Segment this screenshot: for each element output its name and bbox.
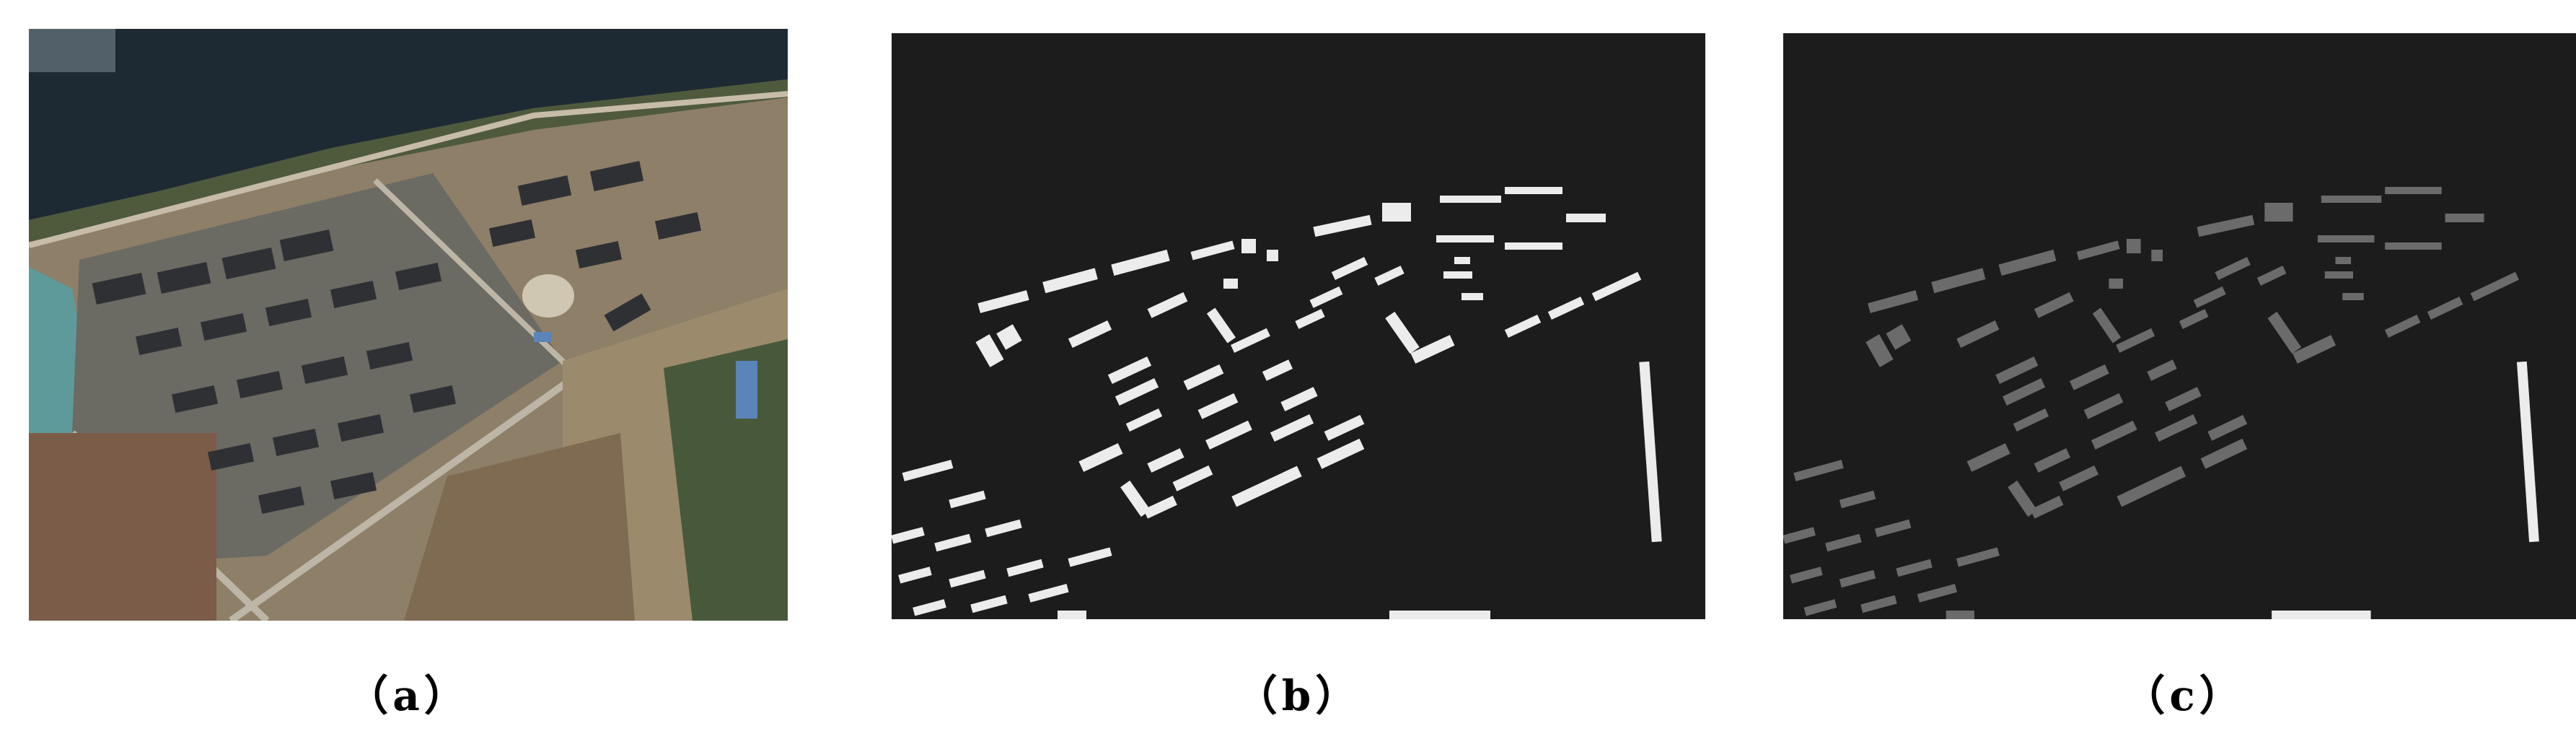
village: [29, 433, 216, 621]
riverbank-vegetation: [29, 79, 788, 242]
satellite-image: [29, 29, 788, 621]
satellite-image-canvas: [29, 29, 788, 621]
caption-a: （a）: [346, 671, 470, 720]
building-mask-b: [892, 33, 1705, 619]
river: [29, 29, 788, 220]
building-mask-b-canvas: [892, 33, 1705, 619]
building-footprints: [1783, 187, 2539, 619]
blue-roof-east: [736, 361, 757, 419]
road-north: [29, 91, 788, 248]
mask-background: [1783, 33, 2576, 619]
wetland: [404, 433, 635, 621]
building-mask-c-canvas: [1783, 33, 2576, 619]
sports-field: [522, 274, 574, 318]
blue-roof: [534, 332, 551, 342]
road-inner: [373, 178, 579, 377]
caption-b: （b）: [1235, 671, 1362, 720]
bright-strip-east: [2517, 361, 2539, 543]
bright-strip-south: [2272, 611, 2371, 619]
river-inlet: [29, 29, 115, 72]
building-footprints: [892, 187, 1662, 619]
caption-c: （c）: [2123, 671, 2246, 720]
apartment-blocks: [92, 161, 702, 514]
building-mask-c: [1783, 33, 2576, 619]
